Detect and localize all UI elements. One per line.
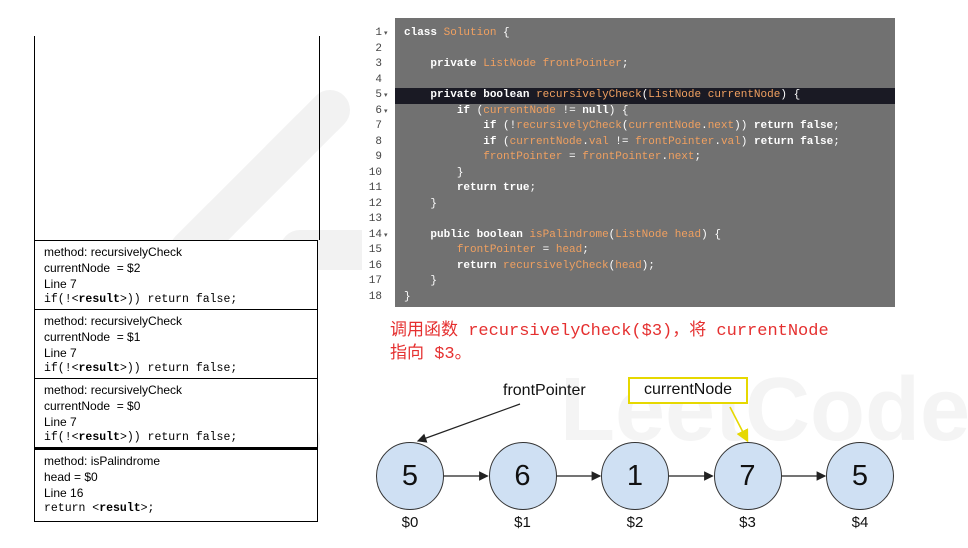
line-number: 14	[368, 228, 382, 241]
frame-method: method: isPalindrome	[44, 454, 161, 468]
code-line: }	[430, 197, 438, 210]
line-number: 7	[375, 120, 382, 132]
caption-line-2: 指向 $3。	[390, 345, 472, 364]
code-line: if (!recursivelyCheck(currentNode.next))…	[483, 120, 840, 132]
list-node: 7	[713, 442, 782, 510]
node-address: $1	[514, 514, 531, 531]
fold-toggle-icon[interactable]: ▾	[384, 92, 388, 99]
list-node: 1	[601, 442, 669, 510]
frame-line: Line 7	[44, 346, 77, 360]
code-line: if (currentNode.val != frontPointer.val)…	[483, 135, 840, 148]
line-number: 2	[375, 42, 382, 55]
frame-method: method: recursivelyCheck	[44, 245, 183, 259]
frame-statement: if(!<result>)) return false;	[44, 293, 238, 306]
stack-wall-left	[34, 36, 35, 240]
node-address: $3	[739, 514, 756, 531]
code-line: return recursivelyCheck(head);	[456, 259, 655, 272]
frame-variable: currentNode = $2	[44, 261, 141, 275]
line-number: 6	[375, 104, 382, 117]
code-line: private boolean recursivelyCheck(ListNod…	[395, 88, 895, 104]
stack-frame: method: isPalindrome head = $0 Line 16 r…	[34, 448, 318, 522]
node-address: $2	[626, 514, 644, 531]
code-line: if (currentNode != null) {	[456, 104, 629, 117]
frame-line: Line 7	[44, 415, 77, 429]
line-number: 12	[368, 197, 382, 210]
line-number: 11	[368, 182, 382, 194]
stack-frame: method: recursivelyCheck currentNode = $…	[34, 378, 318, 448]
frame-line: Line 7	[44, 277, 77, 291]
front-pointer-label: frontPointer	[503, 382, 586, 399]
code-line: return true;	[456, 182, 537, 194]
line-number: 15	[368, 244, 382, 256]
fold-toggle-icon[interactable]: ▾	[384, 30, 388, 37]
current-node-arrow	[729, 406, 749, 443]
line-number: 17	[368, 275, 382, 287]
frame-statement: if(!<result>)) return false;	[44, 362, 238, 375]
fold-toggle-icon[interactable]: ▾	[384, 107, 388, 115]
frame-statement: if(!<result>)) return false;	[44, 431, 238, 444]
line-number: 10	[368, 166, 382, 179]
code-line: frontPointer = frontPointer.next;	[483, 151, 702, 163]
line-number: 1	[375, 27, 382, 39]
list-node: 5	[376, 442, 444, 510]
line-number: 3	[375, 58, 382, 70]
stack-frame: method: recursivelyCheck currentNode = $…	[34, 240, 318, 310]
stack-wall-right	[319, 36, 320, 240]
frame-method: method: recursivelyCheck	[44, 314, 183, 328]
code-line: public boolean isPalindrome(ListNode hea…	[430, 228, 721, 241]
call-stack: method: recursivelyCheck currentNode = $…	[34, 36, 320, 522]
caption-line-1: 调用函数 recursivelyCheck($3)，将 currentNode	[390, 322, 829, 341]
code-line: frontPointer = head;	[456, 244, 589, 256]
code-line: private ListNode frontPointer;	[430, 58, 629, 70]
stack-frame: method: recursivelyCheck currentNode = $…	[34, 309, 318, 379]
frame-variable: currentNode = $0	[44, 399, 141, 413]
node-address: $0	[401, 514, 419, 531]
line-number: 8	[375, 135, 382, 148]
frame-variable: currentNode = $1	[44, 330, 141, 344]
frame-variable: head = $0	[44, 470, 98, 484]
line-number: 4	[375, 73, 382, 86]
line-number: 16	[368, 259, 382, 272]
current-node-label: currentNode	[628, 377, 749, 404]
code-line: class Solution {	[404, 27, 510, 39]
step-caption: 调用函数 recursivelyCheck($3)，将 currentNode …	[390, 320, 950, 366]
line-number: 18	[368, 290, 382, 303]
line-number: 5	[375, 89, 382, 101]
front-pointer-arrow	[416, 403, 521, 443]
line-number: 9	[375, 151, 382, 163]
code-area: class Solution { private ListNode frontP…	[395, 18, 895, 307]
fold-toggle-icon[interactable]: ▾	[384, 231, 388, 239]
code-line: }	[456, 166, 464, 179]
frame-method: method: recursivelyCheck	[44, 383, 183, 397]
line-number: 13	[368, 213, 382, 225]
frame-line: Line 16	[44, 486, 84, 500]
frame-statement: return <result>;	[44, 502, 155, 515]
code-line: }	[430, 275, 438, 287]
code-line: }	[404, 290, 411, 303]
node-address: $4	[851, 514, 869, 531]
list-node: 6	[488, 442, 557, 510]
list-node: 5	[826, 442, 894, 510]
